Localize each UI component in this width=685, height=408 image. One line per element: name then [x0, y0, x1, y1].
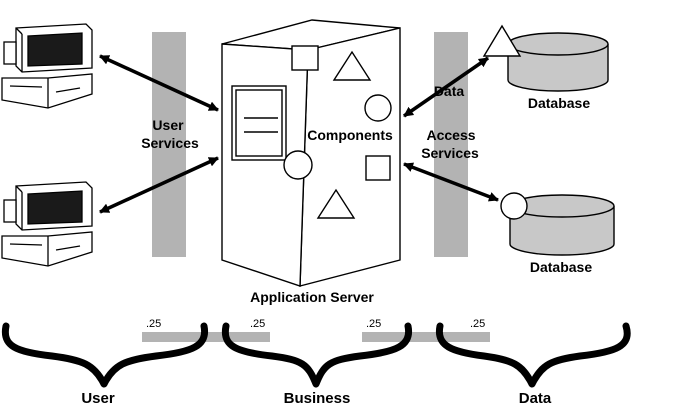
data-tier-brace — [435, 322, 631, 388]
database-label: Database — [530, 259, 592, 275]
server-to-database-arrow — [403, 56, 489, 118]
user-to-server-arrow — [99, 54, 219, 112]
scale-mark: .25 — [250, 318, 265, 330]
scale-bar — [362, 332, 490, 342]
application-server-label: Application Server — [250, 289, 374, 305]
computer-icon — [1, 181, 93, 267]
components-label: Components — [307, 127, 393, 143]
database-label: Database — [528, 95, 590, 111]
data-access-services-label: Services — [421, 145, 479, 161]
business-tier-brace — [221, 322, 413, 388]
scale-mark: .25 — [366, 318, 381, 330]
user-tier-brace — [1, 322, 209, 388]
server-to-database-arrow — [403, 162, 499, 202]
user-to-server-arrow — [99, 156, 219, 214]
scale-mark: .25 — [470, 318, 485, 330]
data-access-services-label: Data — [434, 83, 465, 99]
data-access-services-label: Access — [426, 127, 475, 143]
tier-label-user: User — [81, 390, 115, 407]
tier-label-business: Business — [284, 390, 351, 407]
user-services-label: User — [152, 117, 184, 133]
database-icon — [482, 24, 609, 92]
computer-icon — [1, 23, 93, 109]
database-icon — [500, 192, 615, 256]
scale-mark: .25 — [146, 318, 161, 330]
user-services-label: Services — [141, 135, 199, 151]
tier-label-data: Data — [519, 390, 552, 407]
server-icon — [221, 19, 401, 287]
